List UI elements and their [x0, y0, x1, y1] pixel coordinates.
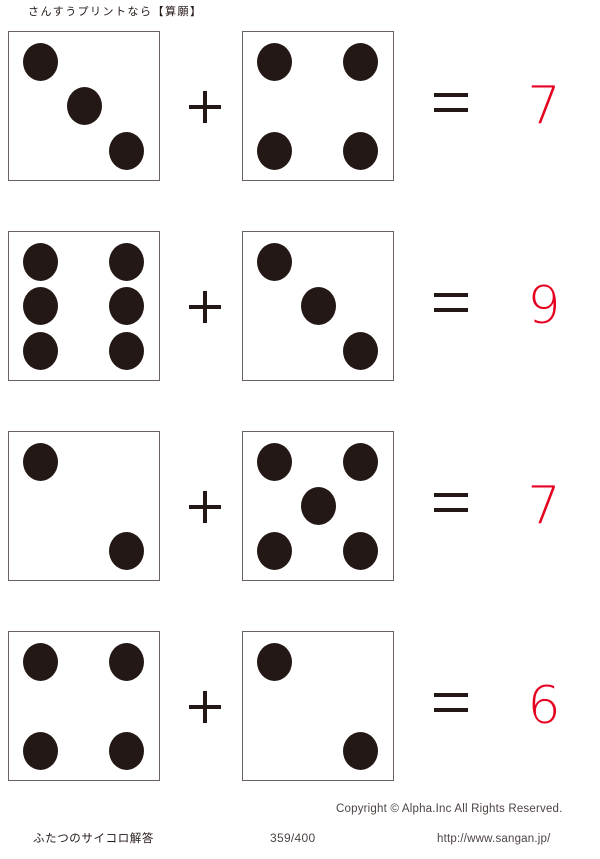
die-pip: [109, 732, 144, 770]
die-pip: [109, 132, 144, 170]
die-pip: [301, 487, 336, 525]
die-pip: [301, 287, 336, 325]
equals-icon: [434, 693, 468, 719]
die-pip: [109, 532, 144, 570]
plus-icon: [189, 691, 221, 723]
footer-copyright: Copyright © Alpha.Inc All Rights Reserve…: [336, 803, 563, 815]
problem-row: 7: [0, 31, 600, 183]
die-right: [242, 31, 394, 181]
answer-value: 9: [527, 276, 561, 336]
die-left: [8, 631, 160, 781]
footer-page-number: 359/400: [270, 831, 316, 845]
die-pip: [343, 132, 378, 170]
die-left: [8, 231, 160, 381]
die-pip: [343, 443, 378, 481]
problem-row: 9: [0, 231, 600, 383]
footer-url: http://www.sangan.jp/: [437, 833, 551, 845]
die-pip: [109, 332, 144, 370]
die-pip: [257, 43, 292, 81]
die-pip: [109, 643, 144, 681]
equals-icon: [434, 493, 468, 519]
die-pip: [109, 243, 144, 281]
equals-icon: [434, 93, 468, 119]
answer-value: 6: [527, 676, 561, 736]
problem-row: 7: [0, 431, 600, 583]
answer-value: 7: [527, 76, 561, 136]
die-pip: [343, 43, 378, 81]
die-pip: [23, 287, 58, 325]
die-pip: [343, 532, 378, 570]
equals-icon: [434, 293, 468, 319]
die-pip: [343, 732, 378, 770]
die-pip: [67, 87, 102, 125]
die-right: [242, 631, 394, 781]
die-pip: [257, 132, 292, 170]
plus-icon: [189, 491, 221, 523]
die-pip: [23, 643, 58, 681]
die-right: [242, 231, 394, 381]
problem-row: 6: [0, 631, 600, 783]
die-pip: [23, 732, 58, 770]
footer-worksheet-title: ふたつのサイコロ解答: [33, 833, 154, 845]
die-pip: [23, 443, 58, 481]
die-left: [8, 431, 160, 581]
plus-icon: [189, 291, 221, 323]
die-pip: [23, 43, 58, 81]
die-right: [242, 431, 394, 581]
answer-value: 7: [527, 476, 561, 536]
page-title: さんすうプリントなら【算願】: [28, 6, 203, 18]
die-pip: [257, 443, 292, 481]
die-pip: [23, 243, 58, 281]
die-left: [8, 31, 160, 181]
die-pip: [343, 332, 378, 370]
die-pip: [257, 532, 292, 570]
die-pip: [109, 287, 144, 325]
die-pip: [23, 332, 58, 370]
die-pip: [257, 643, 292, 681]
plus-icon: [189, 91, 221, 123]
die-pip: [257, 243, 292, 281]
